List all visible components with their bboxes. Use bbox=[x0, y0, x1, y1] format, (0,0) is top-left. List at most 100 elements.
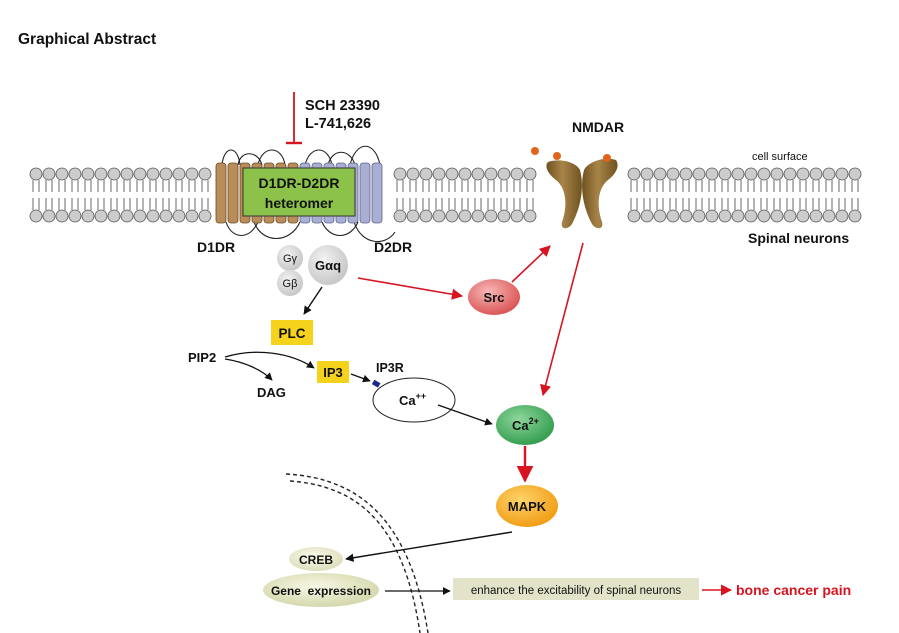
arrow-ip3-to-ip3r bbox=[350, 373, 371, 383]
lipid-head bbox=[458, 209, 472, 223]
lipid-head bbox=[770, 209, 784, 223]
lipid-head bbox=[653, 209, 667, 223]
arrow-pip2-to-ip3 bbox=[224, 351, 315, 369]
lipid-head bbox=[640, 167, 654, 181]
lipid-head bbox=[406, 209, 420, 223]
arrow-pip2-to-dag bbox=[224, 358, 273, 381]
lipid-head bbox=[406, 167, 420, 181]
excitability-box bbox=[453, 578, 699, 600]
lipid-head bbox=[393, 209, 407, 223]
lipid-head bbox=[796, 167, 810, 181]
g-beta-label: Gβ bbox=[283, 278, 298, 290]
lipid-head bbox=[81, 209, 95, 223]
lipid-head bbox=[523, 209, 537, 223]
lipid-head bbox=[510, 167, 524, 181]
mapk-node: MAPK bbox=[496, 485, 558, 527]
d2dr-label: D2DR bbox=[374, 239, 412, 255]
calcium-store bbox=[372, 377, 456, 423]
lipid-head bbox=[107, 209, 121, 223]
creb-label: CREB bbox=[299, 553, 333, 567]
lipid-head bbox=[627, 209, 641, 223]
lipid-head bbox=[718, 209, 732, 223]
lipid-head bbox=[744, 167, 758, 181]
g-gamma-label: Gγ bbox=[283, 253, 298, 265]
lipid-head bbox=[471, 209, 485, 223]
lipid-head bbox=[432, 167, 446, 181]
lipid-head bbox=[185, 209, 199, 223]
inhibitor-sch23390: SCH 23390 bbox=[305, 98, 380, 114]
lipid-head bbox=[172, 167, 186, 181]
lipid-head bbox=[68, 167, 82, 181]
lipid-head bbox=[627, 167, 641, 181]
lipid-head bbox=[718, 167, 732, 181]
lipid-head bbox=[159, 209, 173, 223]
lipid-head bbox=[419, 209, 433, 223]
lipid-head bbox=[185, 167, 199, 181]
lipid-head bbox=[432, 209, 446, 223]
bone-cancer-pain-label: bone cancer pain bbox=[736, 582, 851, 598]
lipid-head bbox=[757, 209, 771, 223]
gene-expression-label: Gene expression bbox=[271, 584, 371, 598]
lipid-head bbox=[29, 167, 43, 181]
lipid-head bbox=[29, 209, 43, 223]
lipid-head bbox=[107, 167, 121, 181]
lipid-head bbox=[471, 167, 485, 181]
gene-expression-node: Gene expression bbox=[263, 573, 379, 607]
lipid-head bbox=[55, 167, 69, 181]
lipid-head bbox=[809, 209, 823, 223]
lipid-head bbox=[809, 167, 823, 181]
heteromer-box bbox=[242, 167, 356, 217]
lipid-head bbox=[653, 167, 667, 181]
lipid-head bbox=[796, 209, 810, 223]
ip3r-label: IP3R bbox=[376, 361, 404, 375]
src-label: Src bbox=[484, 290, 505, 305]
mapk-label: MAPK bbox=[508, 499, 547, 514]
lipid-head bbox=[770, 167, 784, 181]
lipid-head bbox=[120, 209, 134, 223]
lipid-head bbox=[510, 209, 524, 223]
lipid-head bbox=[705, 167, 719, 181]
creb-node: CREB bbox=[289, 547, 343, 571]
lipid-head bbox=[679, 209, 693, 223]
lipid-head bbox=[393, 167, 407, 181]
nuclear-envelope bbox=[285, 473, 429, 633]
diagram-title: Graphical Abstract bbox=[18, 31, 156, 48]
g-alpha-q-label: Gαq bbox=[315, 258, 341, 273]
calcium-label: Ca2+ bbox=[512, 416, 539, 433]
arrow-store-to-calcium bbox=[437, 404, 493, 426]
lipid-head bbox=[835, 167, 849, 181]
arrow-galphaq-to-src bbox=[357, 277, 464, 300]
lipid-head bbox=[133, 209, 147, 223]
heteromer-label-line2: heteromer bbox=[265, 195, 334, 211]
lipid-head bbox=[445, 167, 459, 181]
lipid-head bbox=[198, 167, 212, 181]
arrow-src-to-nmdar bbox=[511, 245, 551, 283]
excitability-label: enhance the excitability of spinal neuro… bbox=[471, 585, 682, 597]
lipid-head bbox=[523, 167, 537, 181]
plc-box bbox=[271, 320, 313, 345]
pip2-label: PIP2 bbox=[188, 350, 216, 365]
lipid-head bbox=[484, 167, 498, 181]
lipid-head bbox=[731, 167, 745, 181]
lipid-head bbox=[172, 209, 186, 223]
lipid-head bbox=[640, 209, 654, 223]
lipid-head bbox=[146, 167, 160, 181]
lipid-head bbox=[497, 167, 511, 181]
lipid-head bbox=[822, 209, 836, 223]
arrow-mapk-to-creb bbox=[345, 531, 513, 562]
lipid-bilayer bbox=[29, 167, 862, 223]
lipid-head bbox=[159, 167, 173, 181]
lipid-head bbox=[692, 167, 706, 181]
lipid-head bbox=[94, 209, 108, 223]
ligand-dots bbox=[531, 147, 611, 162]
lipid-head bbox=[445, 209, 459, 223]
g-protein-beta: Gβ bbox=[277, 270, 303, 296]
lipid-head bbox=[666, 167, 680, 181]
d1dr-label: D1DR bbox=[197, 239, 235, 255]
lipid-head bbox=[419, 167, 433, 181]
cell-surface-label: cell surface bbox=[752, 151, 808, 163]
lipid-head bbox=[822, 167, 836, 181]
heteromer-label-line1: D1DR-D2DR bbox=[259, 175, 340, 191]
lipid-head bbox=[705, 209, 719, 223]
